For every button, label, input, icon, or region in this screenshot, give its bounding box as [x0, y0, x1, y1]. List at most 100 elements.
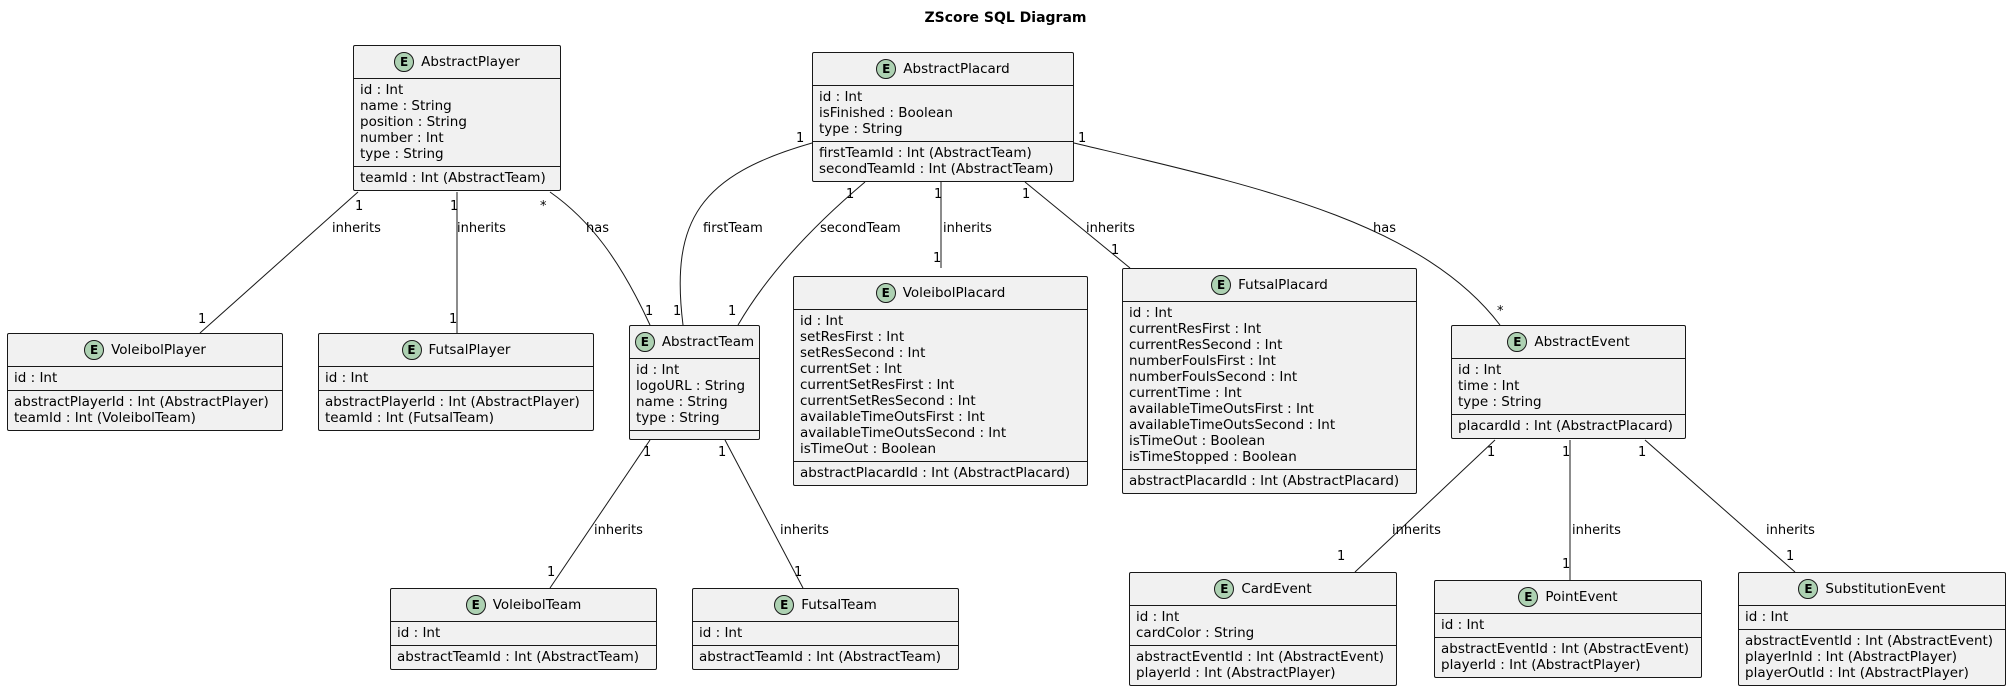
attribute: number : Int: [360, 130, 444, 146]
attribute-list: id : Int: [8, 367, 282, 391]
cardinality-label: 1: [1562, 557, 1571, 572]
entity-name: FutsalPlayer: [428, 342, 511, 358]
cardinality-label: 1: [643, 445, 652, 460]
foreign-key-list: abstractPlacardId : Int (AbstractPlacard…: [1123, 470, 1416, 493]
foreign-key: teamId : Int (AbstractTeam): [360, 170, 546, 186]
link-abstractplacard-abstractteam-first: [679, 142, 813, 326]
relation-label: firstTeam: [703, 221, 763, 236]
cardinality-label: 1: [796, 131, 805, 146]
entity-icon: E: [1507, 332, 1528, 352]
attribute: name : String: [636, 394, 728, 410]
attribute: currentTime : Int: [1129, 385, 1242, 401]
entity-voleibol-placard[interactable]: E VoleibolPlacard id : Int setResFirst : …: [793, 276, 1088, 486]
attribute: id : Int: [1458, 362, 1502, 378]
relation-label: secondTeam: [820, 221, 901, 236]
link-abstractplayer-voleibolplayer: [199, 191, 359, 334]
foreign-key: playerInId : Int (AbstractPlayer): [1745, 649, 1957, 665]
attribute-list: id : Int logoURL : String name : String …: [630, 359, 759, 431]
link-abstractplacard-abstractteam-second: [737, 181, 866, 326]
foreign-key-list: abstractTeamId : Int (AbstractTeam): [391, 646, 656, 669]
entity-icon: E: [876, 59, 897, 79]
entity-name: VoleibolPlayer: [111, 342, 206, 358]
foreign-key: abstractPlacardId : Int (AbstractPlacard…: [1129, 473, 1400, 489]
foreign-key-list: abstractEventId : Int (AbstractEvent) pl…: [1130, 646, 1396, 685]
cardinality-label: 1: [794, 565, 803, 580]
entity-icon: E: [875, 283, 896, 303]
attribute-list: id : Int: [1435, 614, 1701, 638]
cardinality-label: 1: [198, 312, 207, 327]
attribute: type : String: [1458, 394, 1542, 410]
foreign-key-list: abstractPlayerId : Int (AbstractPlayer) …: [319, 391, 593, 430]
cardinality-label: 1: [673, 304, 682, 319]
entity-name: VoleibolPlacard: [902, 285, 1006, 301]
entity-icon: E: [1798, 579, 1819, 599]
foreign-key-list: abstractEventId : Int (AbstractEvent) pl…: [1739, 630, 2005, 685]
foreign-key: abstractTeamId : Int (AbstractTeam): [699, 649, 942, 665]
attribute: id : Int: [1745, 609, 1789, 625]
foreign-key: teamId : Int (VoleibolTeam): [14, 410, 196, 426]
foreign-key-list: abstractPlacardId : Int (AbstractPlacard…: [794, 462, 1087, 485]
cardinality-label: 1: [846, 187, 855, 202]
cardinality-label: 1: [1337, 549, 1346, 564]
entity-name: FutsalTeam: [801, 597, 877, 613]
attribute: position : String: [360, 114, 467, 130]
attribute: id : Int: [325, 370, 369, 386]
attribute: availableTimeOutsFirst : Int: [800, 409, 985, 425]
cardinality-label: 1: [1078, 131, 1087, 146]
attribute: currentResFirst : Int: [1129, 321, 1262, 337]
entity-icon: E: [1518, 587, 1539, 607]
foreign-key-list: [630, 431, 759, 439]
foreign-key: abstractPlayerId : Int (AbstractPlayer): [14, 394, 269, 410]
entity-name: CardEvent: [1241, 581, 1312, 597]
attribute: type : String: [360, 146, 444, 162]
attribute: cardColor : String: [1136, 625, 1255, 641]
foreign-key: firstTeamId : Int (AbstractTeam): [819, 145, 1032, 161]
attribute: currentSetResSecond : Int: [800, 393, 976, 409]
foreign-key-list: teamId : Int (AbstractTeam): [354, 167, 560, 190]
cardinality-label: 1: [645, 304, 654, 319]
attribute: isFinished : Boolean: [819, 105, 953, 121]
cardinality-label: 1: [718, 445, 727, 460]
attribute: name : String: [360, 98, 452, 114]
relation-label: inherits: [1572, 523, 1621, 538]
entity-header: E VoleibolPlacard: [794, 277, 1087, 310]
relation-label: has: [1373, 221, 1396, 236]
attribute: isTimeOut : Boolean: [1129, 433, 1266, 449]
foreign-key-list: firstTeamId : Int (AbstractTeam) secondT…: [813, 142, 1073, 181]
cardinality-label: 1: [1487, 445, 1496, 460]
cardinality-label: *: [540, 199, 547, 214]
attribute-list: id : Int: [1739, 606, 2005, 630]
attribute: id : Int: [699, 625, 743, 641]
foreign-key: playerId : Int (AbstractPlayer): [1136, 665, 1336, 681]
cardinality-label: 1: [1786, 549, 1795, 564]
attribute: id : Int: [1136, 609, 1180, 625]
attribute: isTimeStopped : Boolean: [1129, 449, 1297, 465]
cardinality-label: 1: [450, 199, 459, 214]
attribute: logoURL : String: [636, 378, 746, 394]
attribute-list: id : Int setResFirst : Int setResSecond …: [794, 310, 1087, 462]
foreign-key: abstractEventId : Int (AbstractEvent): [1441, 641, 1690, 657]
cardinality-label: 1: [1638, 445, 1647, 460]
link-abstractplayer-abstractteam-has: [549, 191, 651, 326]
